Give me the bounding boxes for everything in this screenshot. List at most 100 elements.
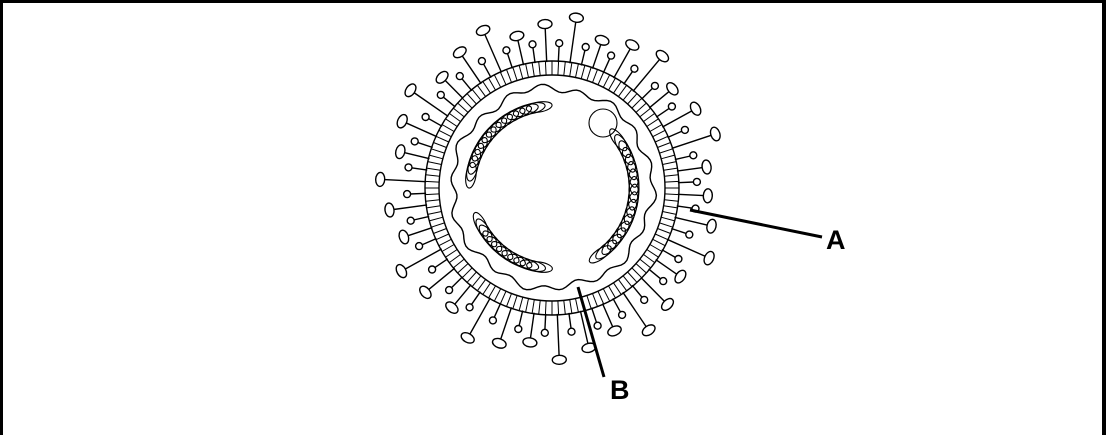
membrane-tick	[436, 136, 449, 142]
membrane-tick	[500, 291, 506, 304]
spike-knob	[660, 278, 667, 285]
membrane-tick	[431, 223, 444, 227]
spike-knob	[690, 152, 697, 159]
membrane-tick	[663, 212, 677, 215]
spike-knob	[395, 113, 409, 129]
membrane-tick	[477, 85, 485, 96]
membrane-tick	[647, 250, 659, 258]
membrane-tick	[428, 162, 442, 165]
membrane-tick	[427, 206, 441, 208]
spike-knob	[631, 65, 638, 72]
spike-stalk	[632, 285, 642, 297]
membrane-tick	[526, 299, 529, 313]
coil-loop	[589, 109, 617, 137]
spike-stalk	[507, 53, 512, 68]
membrane-tick	[489, 78, 496, 90]
spike-knob	[451, 45, 468, 60]
spike-knob	[668, 103, 675, 110]
spike-stalk	[662, 111, 692, 127]
leader-line-b	[578, 287, 604, 377]
spike-knob	[394, 144, 406, 160]
spike-stalk	[671, 229, 686, 234]
membrane-tick	[532, 63, 534, 77]
spike-stalk	[418, 142, 433, 147]
spike-stalk	[649, 269, 661, 279]
membrane-tick	[576, 64, 579, 78]
coil-loop	[465, 148, 483, 176]
spike-knob	[624, 38, 641, 53]
spike-knob	[608, 52, 615, 59]
spike-knob	[405, 164, 412, 171]
membrane-tick	[660, 223, 673, 227]
spike-knob	[503, 47, 510, 54]
spike-knob	[404, 191, 411, 198]
spike-knob	[446, 287, 453, 294]
spike-stalk	[451, 277, 462, 288]
spike-knob	[606, 324, 622, 338]
membrane-tick	[564, 300, 566, 314]
spike-stalk	[384, 180, 426, 182]
spike-knob	[459, 331, 476, 346]
spike-stalk	[603, 58, 610, 73]
membrane-tick	[609, 286, 616, 298]
spike-stalk	[649, 91, 669, 108]
membrane-tick	[664, 200, 678, 202]
membrane-tick	[640, 259, 651, 268]
spike-knob	[417, 284, 433, 301]
spike-stalk	[545, 314, 546, 330]
membrane-tick	[458, 103, 468, 112]
spike-knob	[429, 266, 436, 273]
spike-stalk	[518, 40, 524, 65]
membrane-tick	[472, 276, 481, 287]
spike-knob	[529, 41, 536, 48]
membrane-tick	[618, 279, 626, 290]
coil-loop	[479, 120, 504, 146]
membrane-tick	[472, 89, 481, 100]
spike-stalk	[662, 250, 676, 258]
spike-stalk	[404, 153, 429, 159]
membrane-tick	[628, 94, 637, 104]
spike-knob	[640, 323, 657, 338]
spike-stalk	[494, 303, 501, 318]
membrane-tick	[449, 113, 460, 121]
spike-stalk	[603, 304, 613, 328]
membrane-tick	[650, 245, 662, 252]
spike-knob	[397, 229, 410, 245]
membrane-tick	[636, 264, 646, 273]
spike-stalk	[675, 156, 691, 160]
spike-knob	[456, 73, 463, 80]
membrane-tick	[628, 272, 637, 282]
spike-stalk	[641, 88, 652, 99]
membrane-tick	[647, 119, 659, 127]
membrane-tick	[614, 82, 622, 94]
membrane-tick	[570, 300, 572, 314]
membrane-tick	[665, 194, 679, 195]
membrane-tick	[545, 301, 546, 315]
spike-knob	[491, 337, 507, 350]
spike-knob	[582, 44, 589, 51]
spike-stalk	[624, 71, 633, 84]
spike-knob	[411, 138, 418, 145]
membrane-tick	[433, 143, 446, 148]
membrane-tick	[507, 294, 512, 307]
spike-stalk	[394, 205, 428, 210]
spike-knob	[702, 250, 716, 266]
membrane-tick	[653, 130, 666, 136]
membrane-tick	[439, 130, 452, 136]
membrane-tick	[442, 125, 454, 132]
spike-knob	[394, 263, 409, 280]
membrane-tick	[665, 181, 679, 182]
spike-knob	[437, 91, 444, 98]
spike-knob	[475, 23, 491, 37]
spike-stalk	[581, 50, 585, 66]
spike-knob	[675, 256, 682, 263]
spike-stalk	[414, 216, 430, 220]
membrane-tick	[587, 296, 591, 309]
spike-stalk	[435, 259, 448, 268]
membrane-tick	[436, 234, 449, 240]
spike-stalk	[462, 78, 472, 90]
label-a: A	[826, 225, 846, 255]
spike-knob	[407, 217, 414, 224]
spike-knob	[619, 311, 626, 318]
spike-knob	[681, 126, 688, 133]
